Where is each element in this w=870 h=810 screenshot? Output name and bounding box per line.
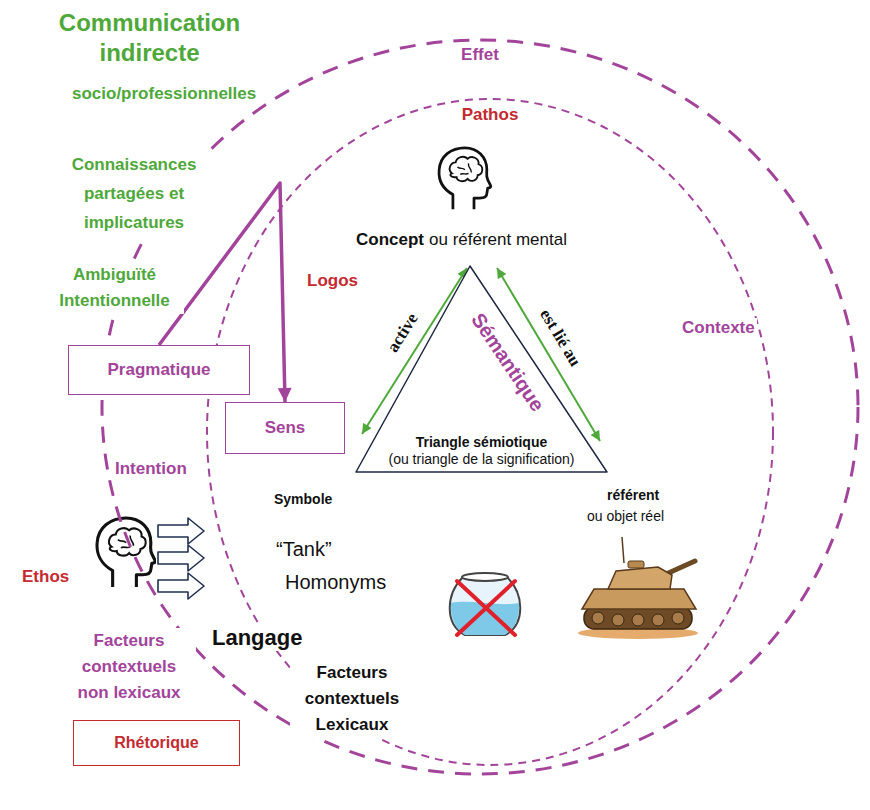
annotation-label: Langage	[210, 625, 304, 651]
annotation-label: Symbole	[274, 491, 332, 508]
node-label: Triangle sémiotique	[416, 434, 547, 451]
dashed-circle	[207, 99, 773, 765]
block-arrow	[158, 573, 204, 599]
annotation-label: Connaissances partagées et implicatures	[47, 150, 221, 237]
node-label: Pragmatique	[108, 360, 211, 380]
annotation-label: Ambiguïté Intentionnelle	[45, 262, 184, 314]
node-label: (ou triangle de la signification)	[389, 451, 575, 468]
annotation-label: socio/professionnelles	[70, 84, 258, 104]
concept-box: Rhétorique	[73, 720, 240, 766]
brain-head-icon	[439, 148, 491, 209]
annotation-label: ou référent mental	[429, 230, 567, 250]
annotation-label: Ethos	[22, 567, 69, 587]
antenna	[622, 537, 624, 563]
bowl-rim	[462, 573, 508, 581]
wheel	[672, 612, 684, 624]
annotation-label: Homonyms	[285, 570, 386, 594]
annotation-label: Logos	[305, 271, 360, 291]
triangle	[356, 266, 607, 472]
wheel	[592, 612, 604, 624]
node-label: Pathos	[462, 105, 519, 125]
track	[584, 607, 692, 629]
wheel	[632, 614, 644, 626]
bowl	[450, 577, 521, 635]
annotation-label: Facteurs contextuels Lexicaux	[290, 660, 414, 738]
semiotic-triangle: Triangle sémiotique(ou triangle de la si…	[355, 265, 608, 473]
node-label: Rhétorique	[114, 733, 198, 752]
annotation-label: ou objet réel	[587, 508, 664, 525]
hatch	[628, 561, 644, 568]
cross	[457, 581, 515, 635]
wheel	[612, 614, 624, 626]
brain-head-icon	[97, 518, 155, 587]
concept-box: Sens	[225, 402, 345, 454]
diagram-title: Communication indirecte	[42, 8, 257, 68]
annotation-label: “Tank”	[276, 537, 332, 561]
fishbowl	[450, 573, 521, 635]
node-label: Effet	[461, 45, 499, 65]
block-arrow	[158, 545, 204, 571]
triangle-text: Triangle sémiotique(ou triangle de la si…	[355, 434, 608, 468]
annotation-label: référent	[607, 487, 659, 504]
node-label: Sens	[265, 418, 306, 438]
intention-arrows	[158, 518, 204, 599]
annotation-label: Intention	[113, 459, 189, 479]
block-arrow	[158, 518, 204, 544]
annotation-label: est lié au	[535, 306, 585, 371]
cross	[457, 581, 515, 635]
context-circle: EffetPathosSensTriangle sémiotique(ou tr…	[100, 38, 860, 776]
tank	[578, 537, 698, 639]
turret	[608, 567, 672, 589]
annotation-label: Contexte	[680, 318, 757, 338]
annotation-label: Concept	[356, 230, 424, 250]
hull	[582, 589, 696, 609]
annotation-label: Facteurs contextuels non lexicaux	[62, 628, 196, 706]
concept-box: Pragmatique	[68, 345, 250, 395]
wheel	[652, 614, 664, 626]
annotation-label: active	[383, 310, 423, 357]
